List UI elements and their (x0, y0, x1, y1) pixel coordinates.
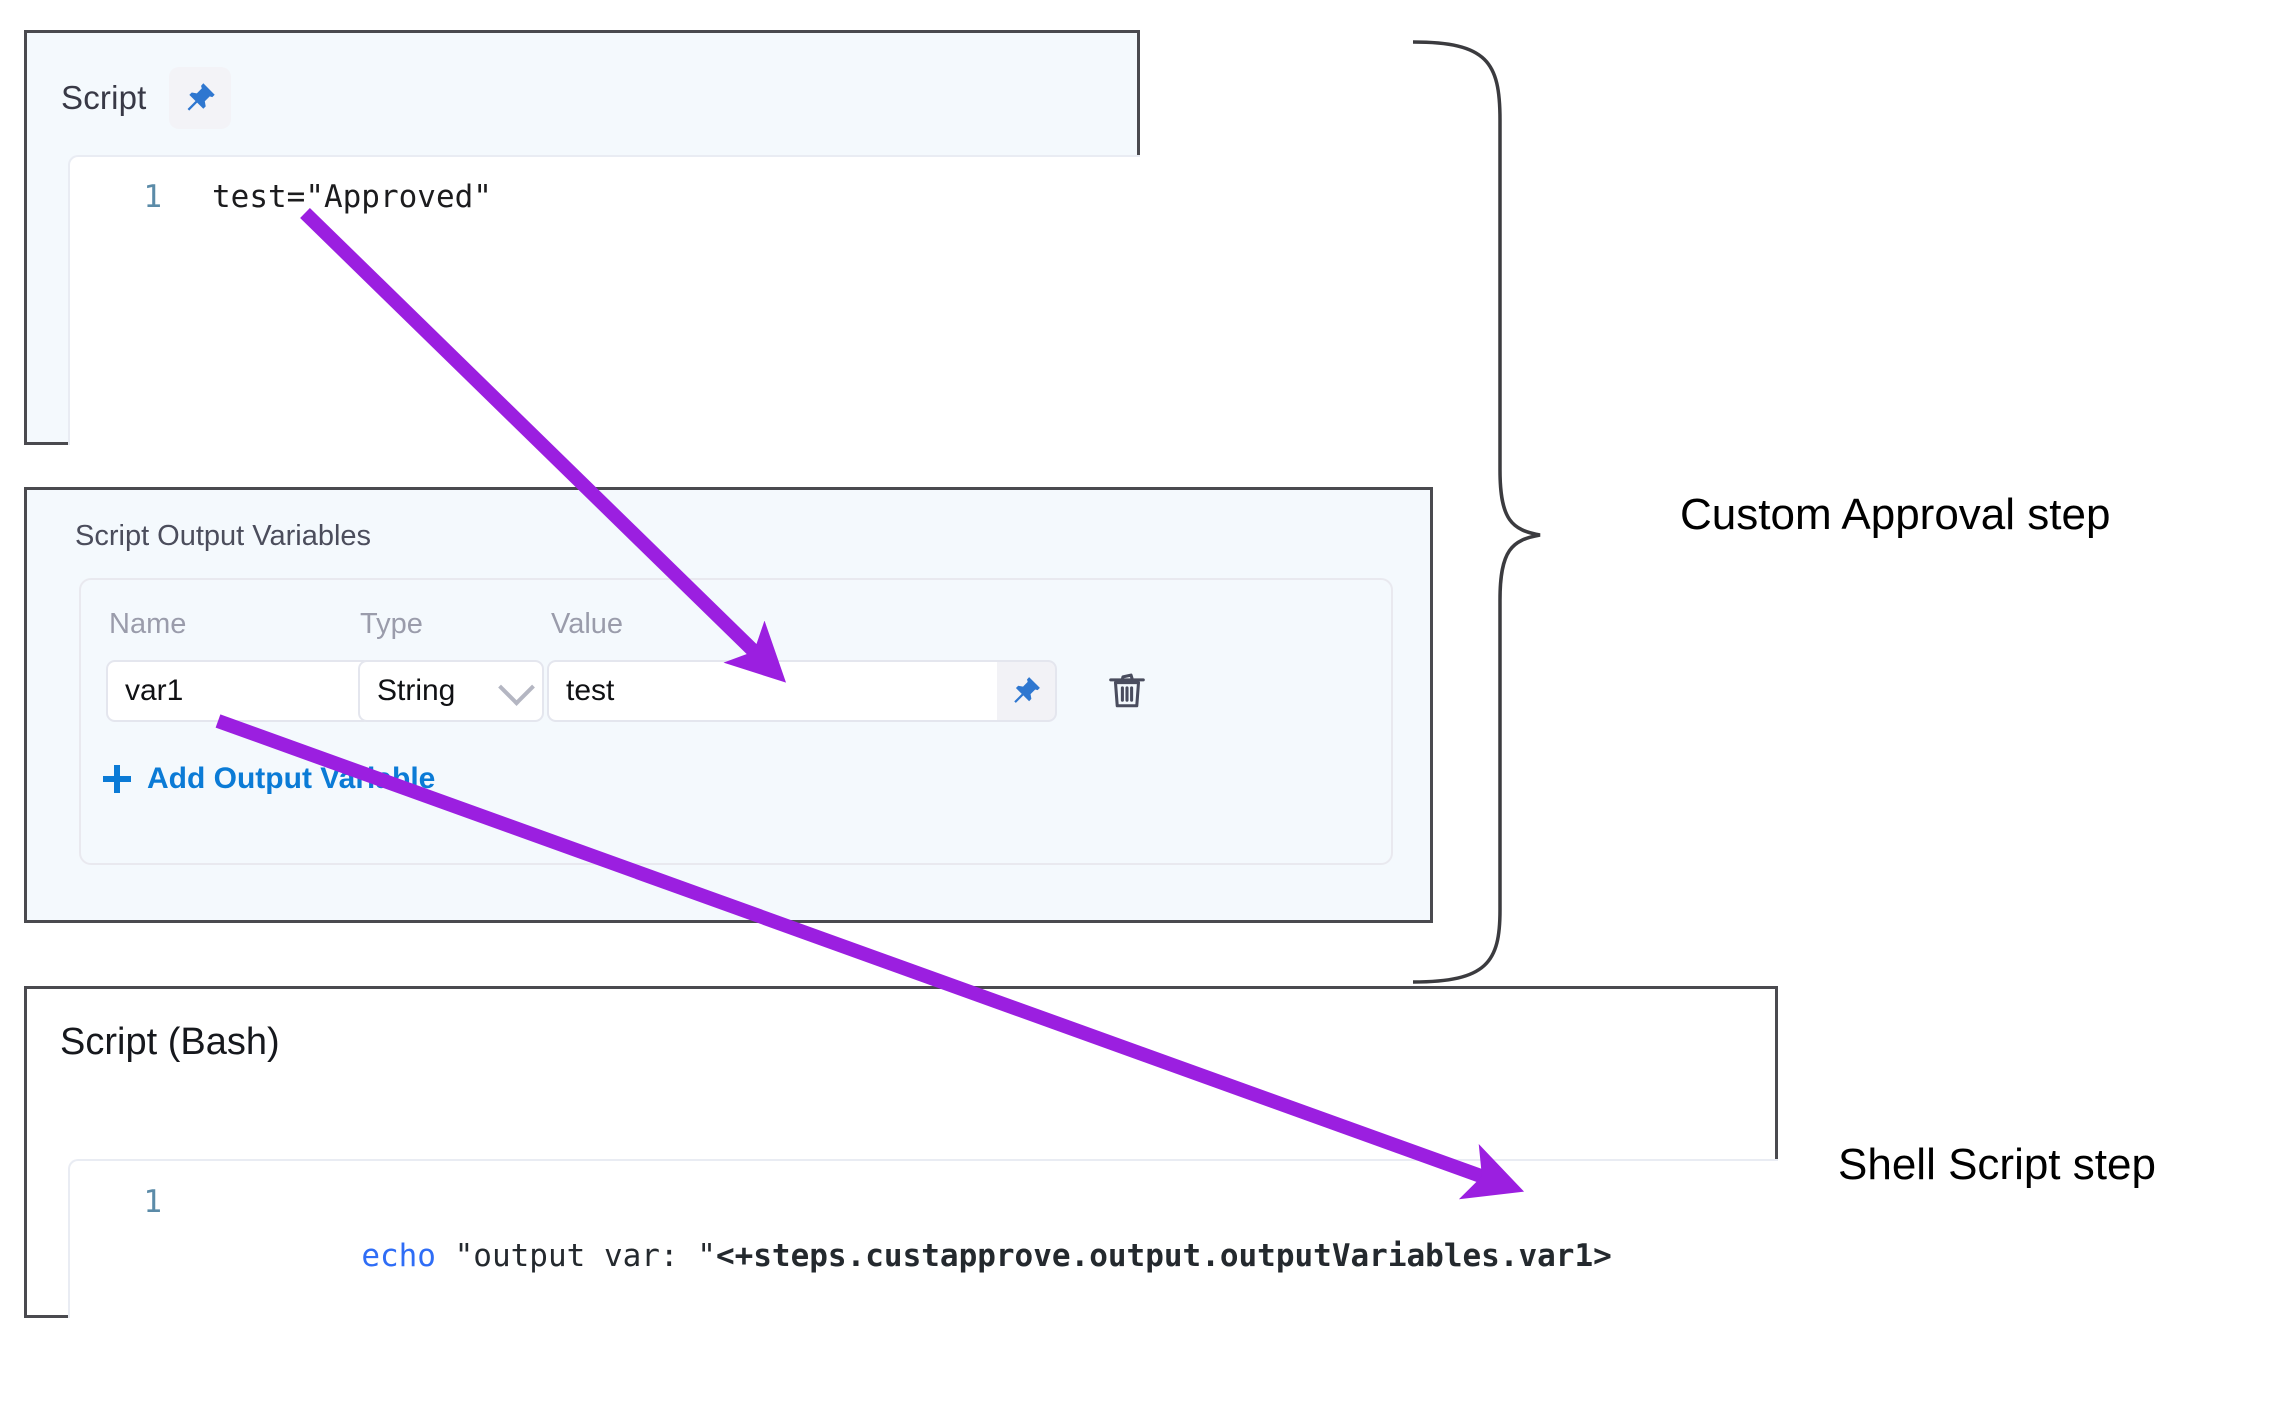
script-output-variables-card: Script Output Variables Name Type Value … (24, 487, 1433, 923)
plus-icon (103, 765, 131, 793)
shell-script-title: Script (Bash) (60, 1021, 280, 1063)
script-card-header: Script (61, 67, 231, 129)
output-variables-table: Name Type Value var1 String test Add Out… (79, 578, 1393, 865)
code-text: echo "output var: "<+steps.custapprove.o… (212, 1175, 1612, 1318)
column-header-type: Type (360, 608, 423, 640)
variable-type-value: String (377, 674, 456, 707)
trash-icon[interactable] (1098, 662, 1156, 720)
script-code-editor[interactable]: 1 test="Approved" (68, 155, 1140, 445)
script-card-title: Script (61, 79, 147, 116)
code-line: 1 test="Approved" (70, 179, 1140, 215)
variable-value-input[interactable]: test (547, 660, 997, 722)
script-card: Script 1 test="Approved" (24, 30, 1140, 445)
code-keyword: echo (361, 1238, 436, 1274)
variable-type-select[interactable]: String (358, 660, 544, 722)
line-number: 1 (143, 179, 162, 215)
line-number: 1 (143, 1184, 162, 1220)
pin-icon-glyph (1014, 677, 1040, 703)
code-string: "output var: " (435, 1238, 716, 1274)
trash-icon-glyph (1109, 673, 1145, 708)
column-header-name: Name (109, 608, 187, 640)
code-line: 1 echo "output var: "<+steps.custapprove… (70, 1175, 1778, 1318)
output-variables-title: Script Output Variables (75, 520, 372, 552)
variable-name-input[interactable]: var1 (106, 660, 372, 722)
add-output-variable-button[interactable]: Add Output Variable (103, 762, 435, 796)
code-expression: <+steps.custapprove.output.outputVariabl… (715, 1238, 1612, 1274)
code-text: test="Approved" (212, 179, 492, 215)
custom-approval-step-label: Custom Approval step (1680, 490, 2111, 539)
pin-icon[interactable] (997, 660, 1057, 722)
pin-icon[interactable] (168, 67, 231, 129)
chevron-down-icon (498, 669, 535, 706)
shell-script-step-label: Shell Script step (1838, 1140, 2156, 1189)
add-output-variable-label: Add Output Variable (147, 762, 436, 795)
shell-script-card: Script (Bash) 1 echo "output var: "<+ste… (24, 986, 1778, 1318)
shell-script-code-editor[interactable]: 1 echo "output var: "<+steps.custapprove… (68, 1159, 1778, 1318)
column-header-value: Value (551, 608, 624, 640)
pin-icon-glyph (187, 83, 215, 111)
